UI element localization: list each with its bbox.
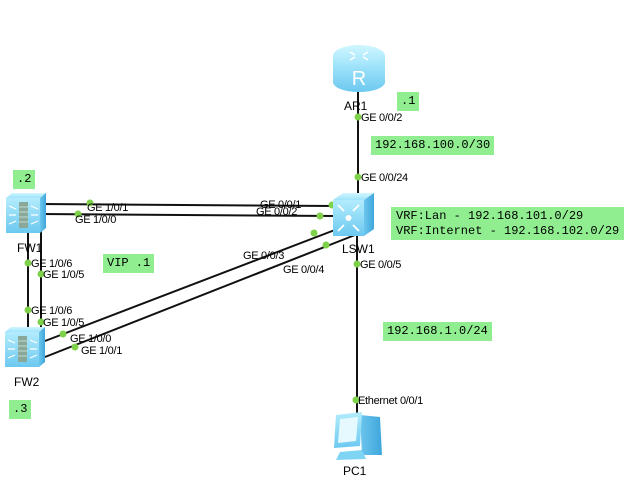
note-fw1-ip[interactable]: .2 xyxy=(13,170,36,189)
port-label: GE 0/0/3 xyxy=(243,250,285,262)
device-label-fw1: FW1 xyxy=(17,241,43,255)
port-dot xyxy=(310,229,318,237)
port-dot xyxy=(322,241,330,249)
port-dot xyxy=(353,260,361,268)
port-dot xyxy=(86,199,94,207)
port-label: GE 1/0/5 xyxy=(43,317,85,329)
port-dot xyxy=(71,343,79,351)
device-label-ar1: AR1 xyxy=(344,99,368,113)
link-fw2-lsw1-b[interactable] xyxy=(44,234,356,358)
note-vrf-lan: VRF:Lan - 192.168.101.0/29 xyxy=(396,209,584,223)
svg-text:R: R xyxy=(352,68,366,90)
firewall-icon[interactable] xyxy=(6,193,46,233)
port-label: GE 0/0/4 xyxy=(283,264,325,276)
firewall-icon[interactable] xyxy=(5,327,45,367)
link-fw2-lsw1-a[interactable] xyxy=(44,227,341,342)
port-label: GE 1/0/0 xyxy=(75,214,117,226)
port-dot xyxy=(354,173,362,181)
port-dot xyxy=(24,306,32,314)
port-label: GE 0/0/24 xyxy=(361,172,408,184)
port-label: GE 0/0/5 xyxy=(360,259,402,271)
note-vip[interactable]: VIP .1 xyxy=(103,254,155,273)
note-fw2-ip[interactable]: .3 xyxy=(9,400,32,419)
port-label: GE 0/0/1 xyxy=(260,199,302,211)
port-dot xyxy=(37,318,45,326)
device-label-lsw1: LSW1 xyxy=(342,242,375,256)
port-dot xyxy=(37,270,45,278)
router-icon[interactable]: R xyxy=(333,45,385,92)
port-dot xyxy=(59,330,67,338)
link-fw1-lsw1-b[interactable] xyxy=(39,213,336,217)
port-dot xyxy=(316,212,324,220)
device-label-pc1: PC1 xyxy=(343,464,367,478)
port-label: Ethernet 0/0/1 xyxy=(358,395,423,407)
port-label: GE 1/0/5 xyxy=(43,269,85,281)
port-label: GE 1/0/0 xyxy=(70,333,112,345)
pc-icon[interactable] xyxy=(334,412,382,460)
switch-icon[interactable] xyxy=(333,193,374,236)
note-ar1-ip[interactable]: .1 xyxy=(397,92,420,111)
device-label-fw2: FW2 xyxy=(14,375,40,389)
port-label: GE 1/0/1 xyxy=(87,202,129,214)
port-label: GE 0/0/2 xyxy=(361,112,403,124)
port-dot xyxy=(74,210,82,218)
port-dot xyxy=(354,113,362,121)
note-vrf-internet: VRF:Internet - 192.168.102.0/29 xyxy=(396,224,620,238)
port-dot xyxy=(352,396,360,404)
port-label: GE 1/0/1 xyxy=(81,345,123,357)
port-label: GE 1/0/6 xyxy=(31,258,73,270)
port-dot xyxy=(24,259,32,267)
port-label: GE 1/0/6 xyxy=(31,305,73,317)
note-lan-subnet[interactable]: 192.168.1.0/24 xyxy=(383,322,492,341)
note-wan-subnet[interactable]: 192.168.100.0/30 xyxy=(371,136,495,155)
port-label: GE 0/0/2 xyxy=(256,206,298,218)
